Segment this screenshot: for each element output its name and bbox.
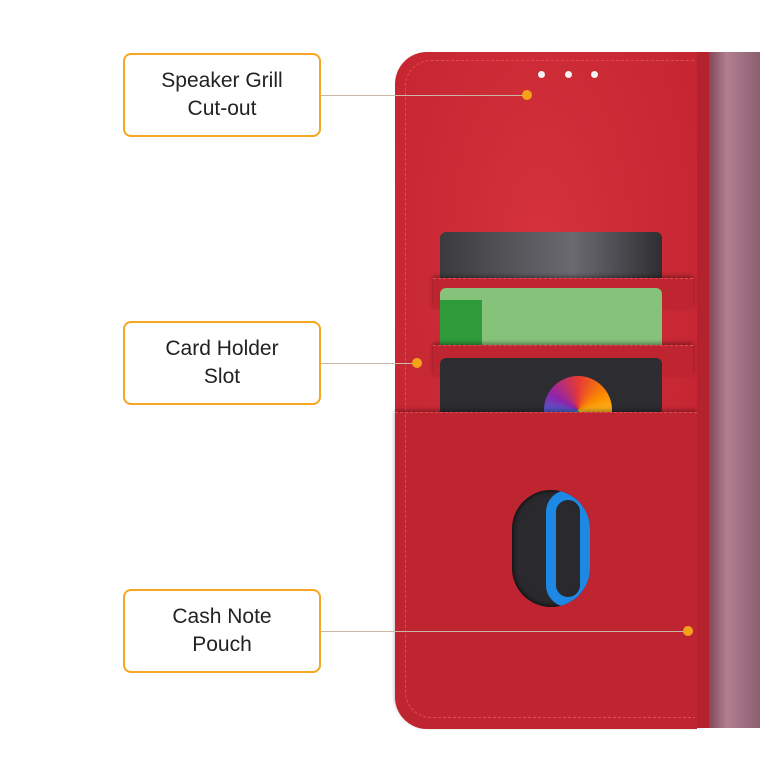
case-stitching bbox=[405, 412, 695, 718]
callout-text-line1: Card Holder bbox=[165, 337, 279, 360]
marker-dot bbox=[522, 90, 532, 100]
speaker-hole bbox=[591, 71, 598, 78]
callout-text-line1: Speaker Grill bbox=[161, 69, 283, 92]
callout-text-line2: Pouch bbox=[192, 633, 252, 656]
marker-dot bbox=[683, 626, 693, 636]
callout-text-line2: Cut-out bbox=[187, 97, 257, 120]
leader-line bbox=[321, 631, 688, 632]
card-stripe bbox=[440, 300, 482, 345]
case-spine bbox=[697, 52, 709, 728]
leader-line bbox=[321, 95, 527, 96]
banknote bbox=[705, 52, 760, 728]
id-window bbox=[512, 490, 590, 607]
speaker-hole bbox=[565, 71, 572, 78]
marker-dot bbox=[412, 358, 422, 368]
window-card-logo bbox=[546, 490, 590, 607]
callout-text-line1: Cash Note bbox=[172, 605, 272, 628]
leader-line bbox=[321, 363, 417, 364]
speaker-hole bbox=[538, 71, 545, 78]
callout-text-line2: Slot bbox=[203, 365, 241, 388]
